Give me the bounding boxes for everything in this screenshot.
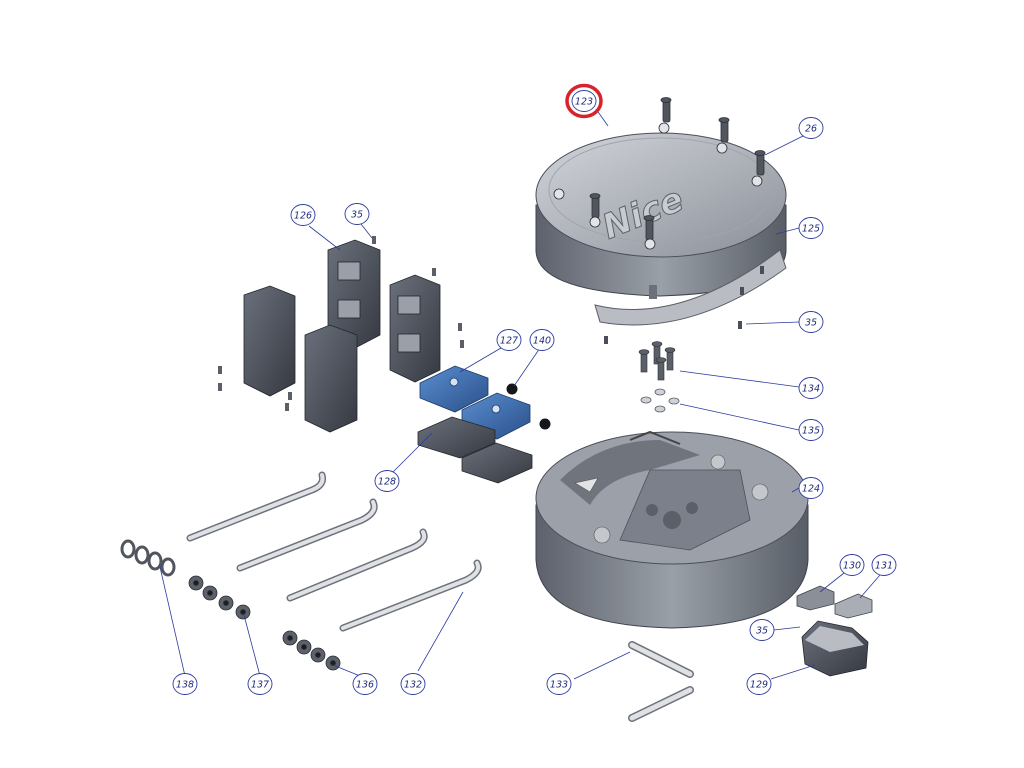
callout-35: 35 [798, 311, 824, 333]
small-screws-lid [604, 266, 764, 344]
callout-circle [290, 204, 316, 226]
callout-circle [172, 673, 198, 695]
callout-26: 26 [798, 117, 824, 139]
callout-label: 131 [875, 561, 893, 572]
callout-circle [496, 329, 522, 351]
highlight-ring [565, 83, 603, 119]
callout-circle [871, 554, 897, 576]
small-covers [796, 585, 873, 619]
callout-35: 35 [344, 203, 370, 225]
washers-small [640, 388, 680, 413]
bolts [638, 341, 676, 381]
callout-131: 131 [871, 554, 897, 576]
j-bolts [186, 471, 482, 632]
callout-circle [798, 117, 824, 139]
callout-label: 140 [533, 336, 551, 347]
callout-127: 127 [496, 329, 522, 351]
callout-130: 130 [839, 554, 865, 576]
callout-label: 35 [756, 626, 768, 637]
callout-circle [839, 554, 865, 576]
callout-label: 35 [805, 318, 817, 329]
callout-label: 134 [802, 384, 820, 395]
large-washers [120, 539, 176, 577]
callout-label: 130 [843, 561, 861, 572]
callout-132: 132 [400, 673, 426, 695]
callout-circle [746, 673, 772, 695]
callout-label: 125 [802, 224, 820, 235]
callout-circle [546, 673, 572, 695]
callout-140: 140 [529, 329, 555, 351]
small-screws-brackets [218, 236, 464, 411]
callout-128: 128 [374, 470, 400, 492]
rubber-plugs [506, 383, 551, 430]
callout-135: 135 [798, 419, 824, 441]
callout-circle [529, 329, 555, 351]
callout-123: 123 [565, 83, 603, 119]
callout-circle [798, 477, 824, 499]
mounting-brackets [243, 239, 441, 433]
callout-label: 128 [378, 477, 396, 488]
callout-124: 124 [798, 477, 824, 499]
callout-label: 129 [750, 680, 768, 691]
callout-138: 138 [172, 673, 198, 695]
base-plates [417, 416, 533, 484]
callout-label: 126 [294, 211, 312, 222]
callout-136: 136 [352, 673, 378, 695]
callout-label: 26 [805, 124, 817, 135]
callout-137: 137 [247, 673, 273, 695]
callout-label: 35 [351, 210, 363, 221]
callout-125: 125 [798, 217, 824, 239]
callout-129: 129 [746, 673, 772, 695]
callout-label: 136 [356, 680, 374, 691]
callout-133: 133 [546, 673, 572, 695]
callout-label: 138 [176, 680, 194, 691]
callout-circle [798, 311, 824, 333]
callout-circle [798, 217, 824, 239]
callout-circle [749, 619, 775, 641]
callouts: 123 26 125 35 134 135 124 126 35 127 140 128 130 131 3… [172, 83, 897, 695]
callout-circle [400, 673, 426, 695]
callout-label: 132 [404, 680, 422, 691]
gasket-ring [594, 249, 787, 326]
callout-circle [798, 419, 824, 441]
callout-circle [247, 673, 273, 695]
callout-126: 126 [290, 204, 316, 226]
callout-label: 135 [802, 426, 820, 437]
pins [628, 641, 694, 722]
nuts-136 [282, 630, 341, 671]
callout-circle [571, 90, 597, 112]
callout-circle [374, 470, 400, 492]
callout-label: 123 [575, 97, 593, 108]
callout-label: 124 [802, 484, 820, 495]
callout-circle [344, 203, 370, 225]
nuts-137 [188, 575, 251, 620]
lid-screws [553, 97, 766, 250]
callout-label: 127 [500, 336, 518, 347]
callout-label: 137 [251, 680, 269, 691]
leader-lines [159, 108, 881, 680]
callout-134: 134 [798, 377, 824, 399]
control-module [801, 620, 869, 677]
base-housing [535, 430, 809, 629]
callout-circle [352, 673, 378, 695]
blue-blocks [419, 365, 531, 440]
callout-circle [798, 377, 824, 399]
callout-35: 35 [749, 619, 775, 641]
callout-label: 133 [550, 680, 568, 691]
